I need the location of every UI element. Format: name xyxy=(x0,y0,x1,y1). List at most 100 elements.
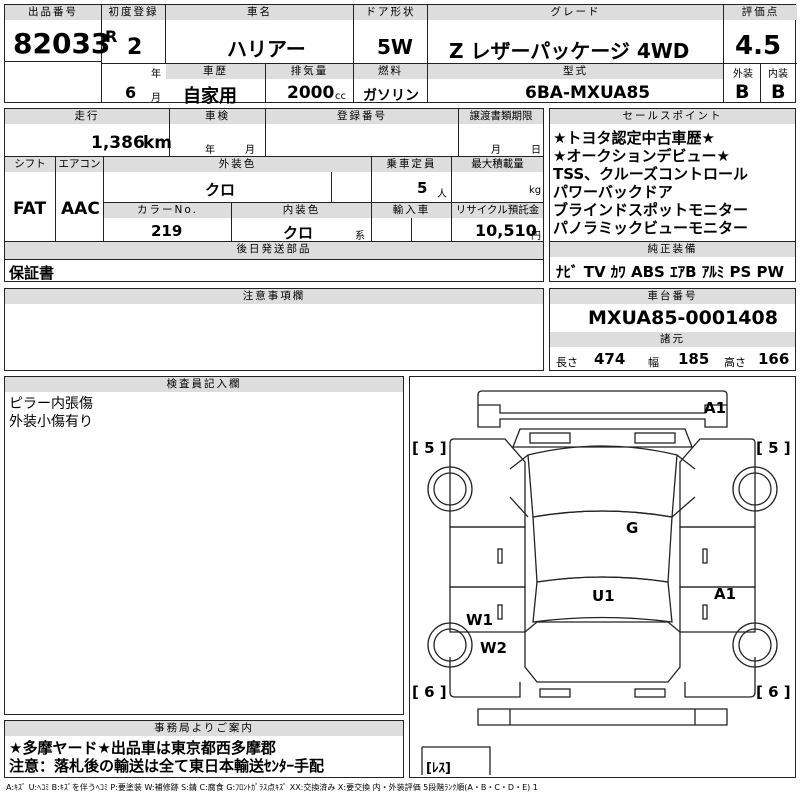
history: 自家用 xyxy=(183,86,237,107)
inspection-year-unit: 年 xyxy=(205,145,215,156)
shift-label: シフト xyxy=(5,157,55,172)
width: 185 xyxy=(678,350,710,368)
year-unit: 年 xyxy=(151,69,161,80)
height-label: 高さ xyxy=(724,356,746,369)
tire-rear-right: [ 6 ] xyxy=(756,683,791,701)
length: 474 xyxy=(594,350,626,368)
notes-label: 注意事項欄 xyxy=(5,289,543,304)
shift: FAT xyxy=(13,199,47,219)
sales-point: ★オークションデビュー★ xyxy=(553,147,730,165)
int-color-label: 内装色 xyxy=(232,203,371,218)
sales-point: パワーバックドア xyxy=(553,183,673,201)
equipment-label: 純正装備 xyxy=(550,242,795,257)
header-block: 出品番号 82033 初度登録 R 2 年 6 月 車名 ハリアー ドア形状 5… xyxy=(4,4,797,107)
lot-label: 出品番号 xyxy=(5,5,101,20)
first-reg-label: 初度登録 xyxy=(102,5,165,20)
color-no: 219 xyxy=(151,222,183,240)
door-type: 5W xyxy=(377,35,413,59)
door-label: ドア形状 xyxy=(354,5,427,20)
tire-front-right: [ 5 ] xyxy=(756,439,791,457)
mark-right-rear: A1 xyxy=(714,585,737,603)
ext-color-label: 外装色 xyxy=(104,157,371,172)
car-name: ハリアー xyxy=(227,37,306,61)
chassis-number: MXUA85-0001408 xyxy=(588,307,778,329)
recycle-unit: 円 xyxy=(531,231,541,242)
chassis-block: 車台番号 MXUA85-0001408 諸元 長さ 474 幅 185 高さ 1… xyxy=(549,288,796,371)
spec-label: 諸元 xyxy=(550,332,795,347)
tire-rear-left: [ 6 ] xyxy=(412,683,447,701)
notes-block: 注意事項欄 xyxy=(4,288,544,371)
ext-color: クロ xyxy=(205,181,236,199)
reg-month: 6 xyxy=(125,83,137,102)
score-label: 評価点 xyxy=(724,5,797,20)
office-note: ★多摩ヤード★出品車は東京都西多摩郡 xyxy=(9,739,276,757)
vehicle-info-block: 走行 1,386 km 車検 年 月 登録番号 譲渡書類期限 月 日 シフト F… xyxy=(4,108,544,282)
score: 4.5 xyxy=(735,31,782,61)
grade: Z レザーパッケージ 4WD xyxy=(449,39,690,63)
import-label: 輸入車 xyxy=(372,203,451,218)
fuel: ガソリン xyxy=(363,88,419,104)
transfer-month-unit: 月 xyxy=(491,145,501,156)
inspection-label: 車検 xyxy=(170,109,265,124)
mark-roof: U1 xyxy=(592,587,615,605)
reg-number-label: 登録番号 xyxy=(266,109,458,124)
sales-points-block: セールスポイント ★トヨタ認定中古車歴★ ★オークションデビュー★ TSS、クル… xyxy=(549,108,796,242)
mark-left-w1: W1 xyxy=(466,611,493,629)
int-label: 内装 xyxy=(768,69,788,80)
car-outline-diagram xyxy=(421,390,778,775)
sales-point: ブラインドスポットモニター xyxy=(553,201,749,219)
max-load-label: 最大積載量 xyxy=(452,157,543,172)
inspector-block: 検査員記入欄 ピラー内張傷 外装小傷有り xyxy=(4,376,404,715)
office-notes: ★多摩ヤード★出品車は東京都西多摩郡 注意：落札後の輸送は全て東日本輸送ｾﾝﾀｰ… xyxy=(9,739,324,775)
chassis-label: 車台番号 xyxy=(550,289,795,304)
ext-label: 外装 xyxy=(733,69,753,80)
ac: AAC xyxy=(61,199,100,219)
sales-point: パノラミックビューモニター xyxy=(553,219,749,237)
max-load-unit: kg xyxy=(529,185,542,196)
height: 166 xyxy=(758,350,790,368)
office-block: 事務局よりご案内 ★多摩ヤード★出品車は東京都西多摩郡 注意：落札後の輸送は全て… xyxy=(4,720,404,778)
office-note: 注意：落札後の輸送は全て東日本輸送ｾﾝﾀｰ手配 xyxy=(9,757,325,775)
sales-point: TSS、クルーズコントロール xyxy=(553,165,748,183)
damage-diagram: A1 G U1 A1 W1 W2 [ 5 ] [ 5 ] [ 6 ] [ 6 ]… xyxy=(409,376,796,778)
mark-front-right: A1 xyxy=(704,399,727,417)
int-grade: B xyxy=(771,81,786,103)
sales-points-label: セールスポイント xyxy=(550,109,795,124)
history-label: 車歴 xyxy=(166,64,265,79)
later-parts: 保証書 xyxy=(9,264,55,282)
mark-glass: G xyxy=(626,519,639,537)
capacity-unit: 人 xyxy=(437,189,447,200)
office-label: 事務局よりご案内 xyxy=(5,721,403,736)
inspection-month-unit: 月 xyxy=(245,145,255,156)
sales-points-list: ★トヨタ認定中古車歴★ ★オークションデビュー★ TSS、クルーズコントロール … xyxy=(553,129,748,237)
fuel-label: 燃料 xyxy=(354,64,427,79)
capacity: 5 xyxy=(417,179,428,197)
month-unit: 月 xyxy=(151,93,161,104)
transfer-deadline-label: 譲渡書類期限 xyxy=(459,109,543,124)
mileage-label: 走行 xyxy=(5,109,169,124)
lot-number: 82033 xyxy=(13,27,111,60)
car-name-label: 車名 xyxy=(166,5,353,20)
int-color: クロ xyxy=(283,224,314,242)
displacement: 2000 xyxy=(287,83,335,103)
inspector-note: ピラー内張傷 xyxy=(9,396,93,412)
color-no-label: カラーNo. xyxy=(104,203,231,218)
length-label: 長さ xyxy=(556,356,578,369)
int-color-unit: 系 xyxy=(355,231,365,242)
width-label: 幅 xyxy=(648,356,659,369)
inspector-note: 外装小傷有り xyxy=(9,414,93,430)
ext-grade: B xyxy=(735,81,750,103)
reg-year: 2 xyxy=(127,35,143,60)
mileage-unit: km xyxy=(143,133,173,153)
ac-label: エアコン xyxy=(56,157,103,172)
tire-spare: [ﾚｽ] xyxy=(426,761,451,776)
recycle-fee: 10,510 xyxy=(475,221,537,240)
displacement-unit: cc xyxy=(335,91,346,102)
inspector-label: 検査員記入欄 xyxy=(5,377,403,392)
recycle-label: リサイクル預託金 xyxy=(452,203,543,218)
model-label: 型式 xyxy=(428,64,723,79)
inspector-notes: ピラー内張傷 外装小傷有り xyxy=(9,395,93,431)
equipment-items: ﾅﾋﾞ TV ｶﾜ ABS ｴｱB ｱﾙﾐ PS PW xyxy=(556,263,785,281)
grade-label: グレード xyxy=(428,5,723,20)
tire-front-left: [ 5 ] xyxy=(412,439,447,457)
